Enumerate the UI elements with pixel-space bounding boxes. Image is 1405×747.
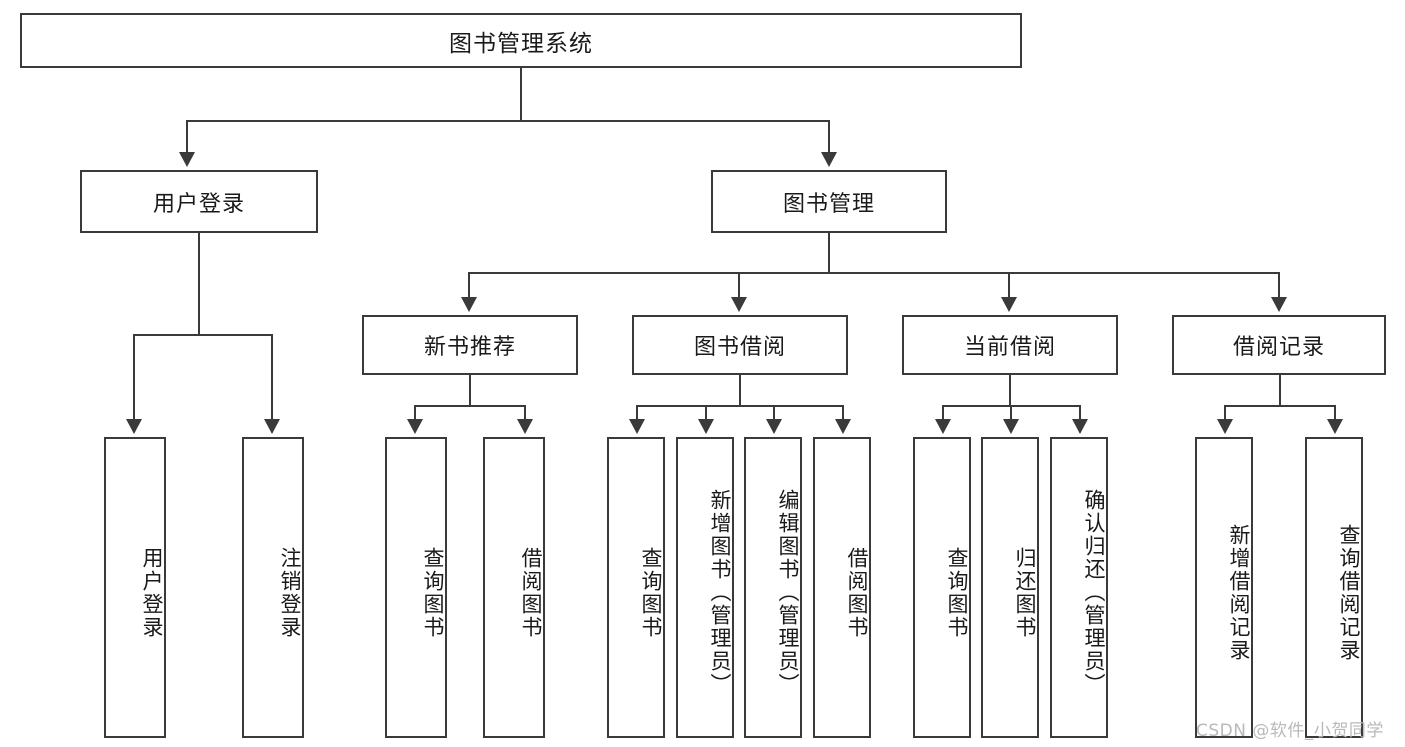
- node-label: 查询图书: [421, 546, 445, 639]
- leaf-current-borrow-return[interactable]: 归还图书: [981, 437, 1039, 738]
- arrow-down-icon: [179, 152, 195, 167]
- connector-borrow-record-drop-2: [1334, 405, 1336, 420]
- node-book-management[interactable]: 图书管理: [711, 170, 947, 233]
- connector-book-borrow-drop-1: [636, 405, 638, 420]
- node-label: 借阅图书: [845, 546, 869, 639]
- node-label: 当前借阅: [963, 335, 1056, 360]
- node-label: 确认归还（管理员）: [1082, 489, 1106, 696]
- node-label: 新增借阅记录: [1227, 523, 1251, 662]
- connector-root-stem: [520, 68, 522, 121]
- arrow-down-icon: [264, 419, 280, 434]
- node-label: 查询图书: [945, 546, 969, 639]
- connector-new-book-stem: [469, 375, 471, 406]
- arrow-down-icon: [766, 419, 782, 434]
- connector-borrow-record-bus: [1224, 405, 1335, 407]
- leaf-book-borrow-query[interactable]: 查询图书: [607, 437, 665, 738]
- arrow-down-icon: [698, 419, 714, 434]
- connector-book-mgmt-drop-4: [1278, 272, 1280, 298]
- arrow-down-icon: [1001, 297, 1017, 312]
- node-label: 编辑图书（管理员）: [776, 489, 800, 696]
- connector-book-mgmt-drop-1: [468, 272, 470, 298]
- connector-user-login-bus: [133, 334, 272, 336]
- arrow-down-icon: [126, 419, 142, 434]
- connector-new-book-drop-1: [414, 405, 416, 420]
- node-current-borrow[interactable]: 当前借阅: [902, 315, 1118, 375]
- arrow-down-icon: [629, 419, 645, 434]
- leaf-new-book-query[interactable]: 查询图书: [385, 437, 447, 738]
- connector-book-borrow-bus: [636, 405, 844, 407]
- arrow-down-icon: [1327, 419, 1343, 434]
- arrow-down-icon: [517, 419, 533, 434]
- node-label: 借阅图书: [519, 546, 543, 639]
- leaf-book-borrow-borrow[interactable]: 借阅图书: [813, 437, 871, 738]
- connector-book-borrow-drop-4: [842, 405, 844, 420]
- connector-book-borrow-drop-2: [705, 405, 707, 420]
- node-root-book-management-system[interactable]: 图书管理系统: [20, 13, 1022, 68]
- leaf-book-borrow-edit[interactable]: 编辑图书（管理员）: [744, 437, 802, 738]
- node-label: 用户登录: [140, 546, 164, 639]
- arrow-down-icon: [461, 297, 477, 312]
- arrow-down-icon: [821, 152, 837, 167]
- arrow-down-icon: [1003, 419, 1019, 434]
- csdn-watermark: CSDN @软件_小贺同学: [1196, 721, 1384, 741]
- leaf-borrow-record-add[interactable]: 新增借阅记录: [1195, 437, 1253, 738]
- node-label: 归还图书: [1013, 546, 1037, 639]
- node-label: 新增图书（管理员）: [708, 489, 732, 696]
- leaf-current-borrow-query[interactable]: 查询图书: [913, 437, 971, 738]
- node-label: 查询借阅记录: [1337, 523, 1361, 662]
- connector-book-mgmt-drop-3: [1008, 272, 1010, 298]
- connector-book-mgmt-stem: [828, 233, 830, 273]
- node-label: 图书管理: [782, 191, 875, 217]
- leaf-new-book-borrow[interactable]: 借阅图书: [483, 437, 545, 738]
- connector-root-drop-left: [186, 120, 188, 153]
- connector-book-borrow-stem: [739, 375, 741, 406]
- connector-current-borrow-stem: [1009, 375, 1011, 406]
- leaf-current-borrow-confirm-return[interactable]: 确认归还（管理员）: [1050, 437, 1108, 738]
- arrow-down-icon: [731, 297, 747, 312]
- connector-root-bus: [186, 120, 830, 122]
- connector-new-book-bus: [414, 405, 525, 407]
- node-book-borrow[interactable]: 图书借阅: [632, 315, 848, 375]
- arrow-down-icon: [935, 419, 951, 434]
- node-label: 用户登录: [152, 191, 245, 217]
- arrow-down-icon: [1271, 297, 1287, 312]
- node-label: 查询图书: [639, 546, 663, 639]
- connector-root-drop-right: [828, 120, 830, 153]
- node-label: 新书推荐: [423, 335, 516, 360]
- connector-book-mgmt-bus: [468, 272, 1280, 274]
- arrow-down-icon: [407, 419, 423, 434]
- leaf-user-login-logout[interactable]: 注销登录: [242, 437, 304, 738]
- connector-book-borrow-drop-3: [773, 405, 775, 420]
- node-label: 注销登录: [278, 546, 302, 639]
- connector-user-login-stem: [198, 233, 200, 335]
- node-borrow-record[interactable]: 借阅记录: [1172, 315, 1386, 375]
- node-label: 借阅记录: [1232, 335, 1325, 360]
- connector-current-borrow-drop-3: [1079, 405, 1081, 420]
- connector-new-book-drop-2: [524, 405, 526, 420]
- connector-user-login-drop-1: [133, 334, 135, 420]
- connector-user-login-drop-2: [271, 334, 273, 420]
- leaf-book-borrow-add[interactable]: 新增图书（管理员）: [676, 437, 734, 738]
- node-new-book-recommend[interactable]: 新书推荐: [362, 315, 578, 375]
- arrow-down-icon: [1217, 419, 1233, 434]
- arrow-down-icon: [1072, 419, 1088, 434]
- node-label: 图书借阅: [693, 335, 786, 360]
- connector-borrow-record-stem: [1279, 375, 1281, 406]
- connector-borrow-record-drop-1: [1224, 405, 1226, 420]
- arrow-down-icon: [835, 419, 851, 434]
- node-user-login[interactable]: 用户登录: [80, 170, 318, 233]
- connector-current-borrow-drop-2: [1010, 405, 1012, 420]
- node-label: 图书管理系统: [449, 30, 593, 57]
- leaf-user-login-login[interactable]: 用户登录: [104, 437, 166, 738]
- leaf-borrow-record-query[interactable]: 查询借阅记录: [1305, 437, 1363, 738]
- connector-book-mgmt-drop-2: [738, 272, 740, 298]
- connector-current-borrow-drop-1: [942, 405, 944, 420]
